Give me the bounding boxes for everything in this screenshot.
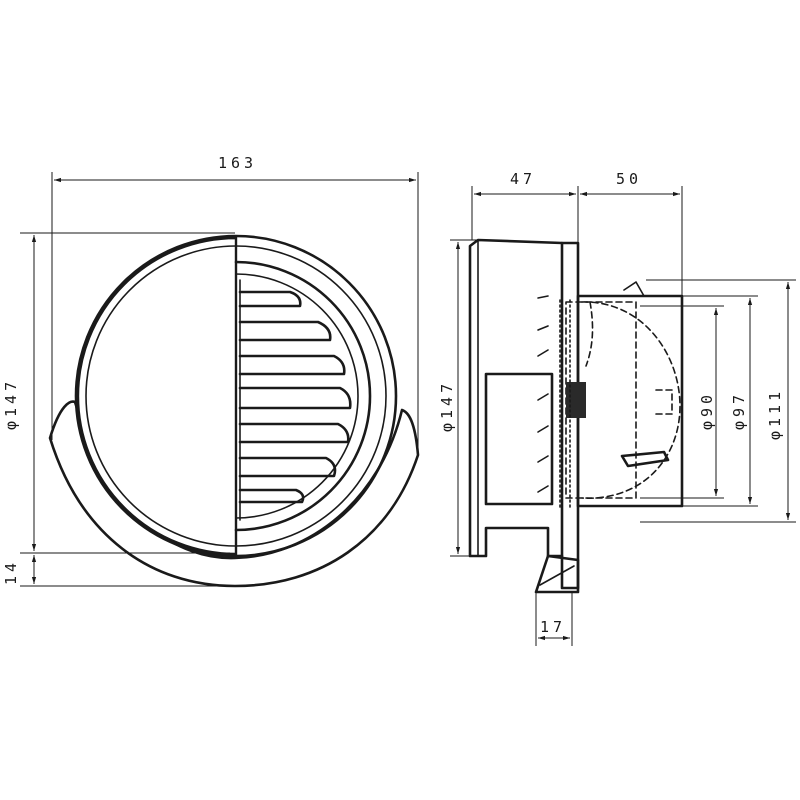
label-side-phi147: φ147 (438, 380, 456, 432)
side-view (468, 238, 684, 594)
side-duct-pipe (576, 294, 684, 508)
side-louver-box (484, 372, 554, 506)
label-163: 163 (218, 154, 257, 172)
label-14: 14 (2, 559, 20, 585)
label-phi90: φ90 (698, 391, 716, 430)
dim-side-diameter: φ147 (438, 239, 478, 557)
label-17: 17 (540, 618, 566, 636)
front-outer-ring (74, 234, 398, 558)
side-hood-body (468, 238, 564, 558)
front-view (48, 234, 420, 588)
dim-front-width: 163 (51, 154, 419, 455)
label-phi97: φ97 (730, 391, 748, 430)
side-bottom-clip (620, 450, 670, 468)
dim-flange: 17 (535, 592, 573, 646)
label-phi111: φ111 (766, 388, 784, 440)
side-flange-slope (534, 554, 580, 594)
side-damper-arc (581, 301, 681, 500)
label-front-phi147: φ147 (2, 378, 20, 430)
dim-front-offset: 14 (2, 555, 235, 587)
front-louver-rim (234, 260, 372, 532)
side-small-latch (655, 389, 673, 415)
front-hood-cover-inner (85, 245, 237, 547)
side-slat-ticks (537, 295, 549, 493)
label-50: 50 (616, 170, 642, 188)
front-hood-cover (76, 236, 238, 556)
front-louver-rim-inner (235, 273, 359, 519)
label-47: 47 (510, 170, 536, 188)
dim-pipe-diameters: φ90 φ97 φ111 (640, 279, 796, 523)
dim-side-depths: 47 50 (471, 170, 683, 296)
dim-front-diameter: φ147 (2, 232, 235, 554)
side-top-hook (623, 281, 645, 297)
front-louver-slats (238, 279, 352, 521)
side-damper-hatch (559, 299, 586, 511)
